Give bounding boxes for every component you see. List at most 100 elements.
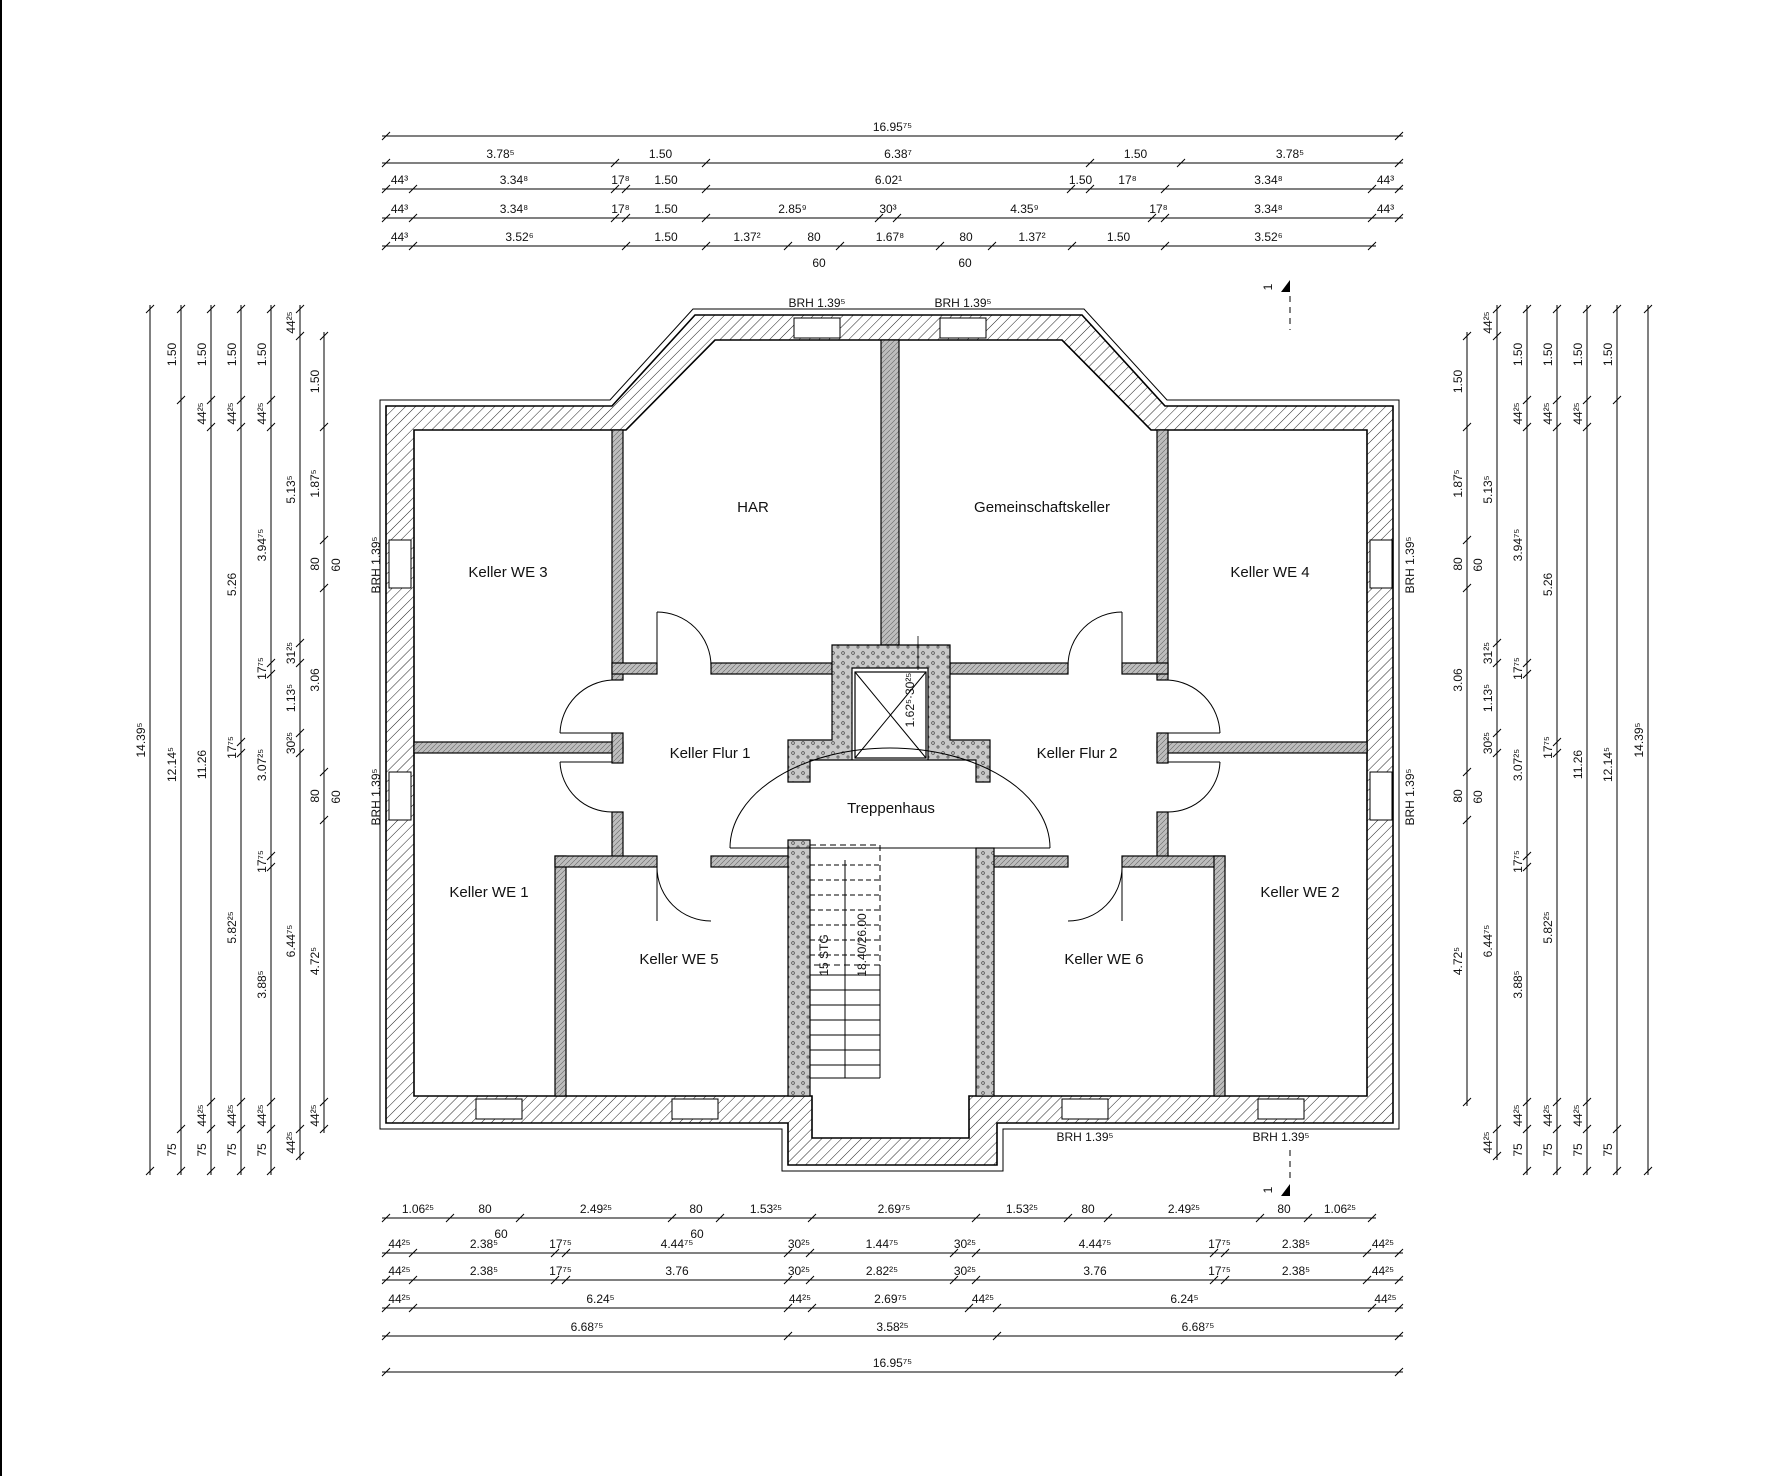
dim-bottom-label: 17⁷⁵ [1208, 1264, 1231, 1278]
dim-bottom-label: 17⁷⁵ [1208, 1237, 1231, 1251]
dim-right-label: 44²⁵ [1511, 1104, 1525, 1126]
door-we1 [559, 761, 613, 813]
wall-flur1-left-lower [611, 811, 624, 861]
dim-tick [408, 241, 418, 251]
dim-top-label: 17⁸ [1149, 202, 1167, 216]
dim-bottom-label: 30²⁵ [788, 1264, 810, 1278]
dim-tick [1462, 535, 1472, 545]
dim-top-label: 1.50 [1107, 230, 1131, 244]
wall-stair-right [975, 847, 995, 1097]
wall-we6-top-right [1121, 855, 1226, 868]
wall-we1-we5 [554, 855, 567, 1097]
dim-tick [408, 213, 418, 223]
room-keller-we-1: Keller WE 1 [449, 884, 528, 901]
dim-tick [892, 213, 902, 223]
window-label-left-lower: BRH 1.39⁵ [369, 768, 383, 825]
window-label-top-right: BRH 1.39⁵ [935, 296, 992, 310]
dim-tick [701, 213, 711, 223]
stair-treads-dashed [810, 864, 880, 956]
dim-left-label: 3.88⁵ [255, 970, 269, 998]
dim-tick [319, 815, 329, 825]
dim-tick [1582, 1166, 1592, 1176]
dim-right-label: 44²⁵ [1481, 311, 1495, 333]
dim-tick [610, 158, 620, 168]
door-flur2-top [1067, 611, 1123, 667]
dim-tick [783, 1248, 793, 1258]
dim-left-label: 1.87⁵ [308, 469, 322, 497]
dim-tick [971, 1275, 981, 1285]
dim-right-label: 44²⁵ [1541, 1104, 1555, 1126]
dim-tick [1522, 669, 1532, 679]
dim-left-label: 44²⁵ [195, 402, 209, 424]
wall-flur1-top-left [611, 662, 658, 675]
dim-tick [295, 638, 305, 648]
dim-top-label: 3.34⁸ [500, 202, 528, 216]
dim-tick [381, 1248, 391, 1258]
dim-top-label: 6.38⁷ [884, 147, 912, 161]
dim-right-label: 1.50 [1571, 342, 1585, 366]
dim-tick [1209, 1248, 1219, 1258]
dim-bottom-label: 2.49²⁵ [1168, 1202, 1200, 1216]
dim-tick [1255, 1213, 1265, 1223]
dim-top-label: 30³ [879, 202, 896, 216]
dim-tick [621, 213, 631, 223]
dim-tick [1492, 331, 1502, 341]
dim-tick [1552, 1166, 1562, 1176]
dim-left-label: 1.50 [165, 342, 179, 366]
section-arrow-top [1281, 280, 1290, 292]
window-bottom-2 [671, 1098, 719, 1120]
dim-tick [1362, 1248, 1372, 1258]
room-keller-flur-2: Keller Flur 2 [1037, 745, 1118, 762]
dim-tick [236, 737, 246, 747]
window-label-right-lower: BRH 1.39⁵ [1403, 768, 1417, 825]
dim-top-label: 1.37² [733, 230, 760, 244]
stair-treads [810, 860, 881, 1079]
dim-tick [935, 241, 945, 251]
dim-top-label: 17⁸ [611, 202, 629, 216]
dim-tick [971, 1248, 981, 1258]
dim-tick [236, 422, 246, 432]
dim-tick [266, 851, 276, 861]
dim-tick [701, 158, 711, 168]
dim-tick [1582, 1124, 1592, 1134]
dim-right-label: 44²⁵ [1571, 1104, 1585, 1126]
dim-tick [1160, 213, 1170, 223]
dim-tick [1552, 422, 1562, 432]
dim-right-label: 3.88⁵ [1511, 970, 1525, 998]
outer-wall [385, 314, 1394, 1166]
dim-tick [266, 669, 276, 679]
door-flur1-top [656, 611, 712, 667]
dim-tick [515, 1213, 525, 1223]
dim-tick [1522, 1097, 1532, 1107]
window-label-bottom-4: BRH 1.39⁵ [1253, 1130, 1310, 1144]
dim-tick [381, 1331, 391, 1341]
dim-tick [1492, 304, 1502, 314]
window-bottom-3 [1061, 1098, 1109, 1120]
dim-tick [1522, 304, 1532, 314]
dim-bottom-label: 2.38⁵ [1282, 1264, 1310, 1278]
dim-bottom-label: 3.76 [665, 1264, 689, 1278]
dim-tick [1103, 1213, 1113, 1223]
dim-bottom-label: 2.69⁷⁵ [874, 1292, 907, 1306]
dim-tick [236, 1124, 246, 1134]
dim-top-label: 80 [807, 230, 821, 244]
outer-outline [379, 308, 1400, 1172]
dim-left-label: 1.50 [225, 342, 239, 366]
window-left-lower [388, 771, 412, 821]
dim-bottom-label: 3.76 [1083, 1264, 1107, 1278]
dim-left-label: 75 [255, 1143, 269, 1157]
dim-left-sub-label: 60 [329, 558, 343, 572]
dim-tick [1492, 748, 1502, 758]
dim-bottom-label: 44²⁵ [388, 1264, 410, 1278]
wall-we3-we1 [413, 741, 624, 754]
dim-top-label: 1.50 [654, 173, 678, 187]
window-top-left [793, 317, 841, 339]
dim-tick [1147, 213, 1157, 223]
room-keller-we-3: Keller WE 3 [468, 564, 547, 581]
dim-tick [381, 213, 391, 223]
dim-right-label: 44²⁵ [1511, 402, 1525, 424]
dim-bottom-label: 2.38⁵ [1282, 1237, 1310, 1251]
dim-bottom-label: 44²⁵ [1372, 1237, 1394, 1251]
dim-right-label: 1.13⁵ [1481, 684, 1495, 712]
dim-tick [783, 1275, 793, 1285]
